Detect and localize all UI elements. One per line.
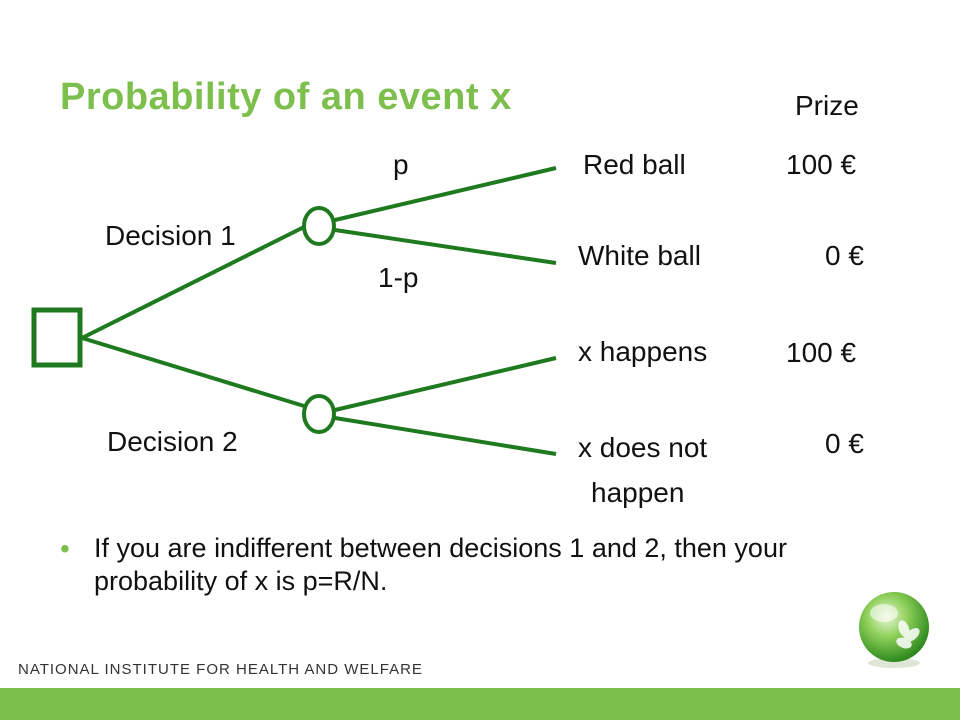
decision-node <box>31 307 83 368</box>
prize-red-ball: 100 € <box>786 149 857 180</box>
branch-white-ball <box>334 228 557 265</box>
prize-white-ball: 0 € <box>825 240 864 271</box>
chance-node-1 <box>302 206 336 246</box>
probability-1-p-label: 1-p <box>378 262 419 293</box>
prize-x-not-happen: 0 € <box>825 428 864 459</box>
branch-x-not-happen <box>334 416 557 456</box>
decision-1-label: Decision 1 <box>105 220 236 251</box>
globe-logo-icon <box>859 592 929 668</box>
bullet-text: If you are indifferent between decisions… <box>94 533 787 596</box>
probability-p-label: p <box>393 149 409 180</box>
bullet-icon: • <box>60 533 70 564</box>
outcome-x-happens: x happens <box>578 336 708 367</box>
outcome-x-does-not-line1: x does not <box>578 432 708 463</box>
footer-organization: NATIONAL INSTITUTE FOR HEALTH AND WELFAR… <box>18 661 423 678</box>
prize-x-happens: 100 € <box>786 337 857 368</box>
footer-bar <box>0 688 960 720</box>
outcome-white-ball: White ball <box>578 240 701 271</box>
slide-title: Probability of an event x <box>60 76 512 118</box>
chance-node-2 <box>302 394 336 434</box>
prize-header: Prize <box>795 90 859 121</box>
branch-red-ball <box>334 166 557 222</box>
branch-decision-1 <box>81 225 305 340</box>
decision-2-label: Decision 2 <box>107 426 238 457</box>
outcome-x-does-not-line2: happen <box>591 477 685 508</box>
outcome-red-ball: Red ball <box>583 149 686 180</box>
branch-decision-2 <box>81 336 305 408</box>
branch-x-happens <box>334 356 557 412</box>
